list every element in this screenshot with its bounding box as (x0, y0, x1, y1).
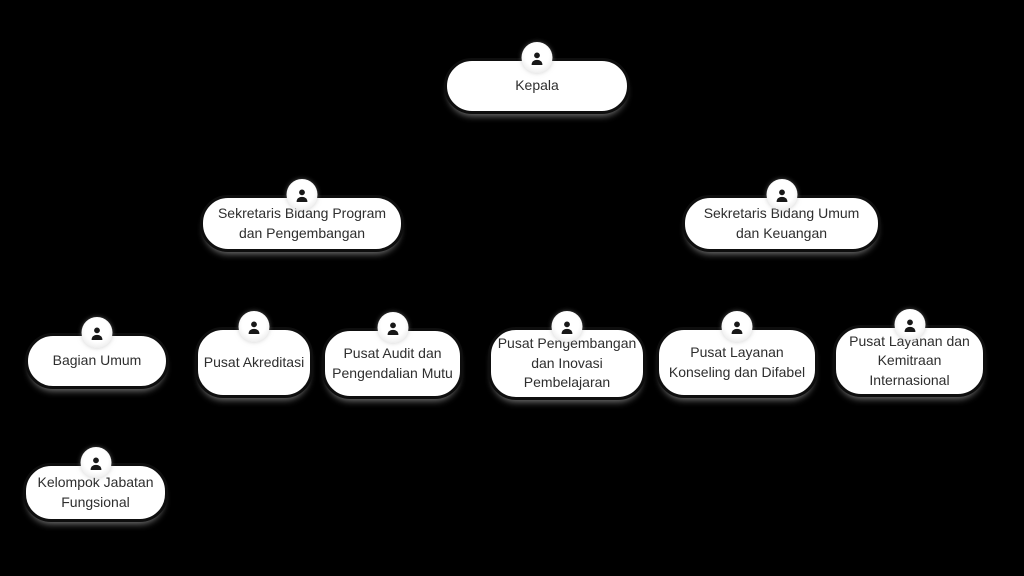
node-label: Pusat Layanan Konseling dan Difabel (668, 343, 806, 380)
person-icon (238, 311, 270, 342)
node-kelompok-jabatan-fungsional: Kelompok Jabatan Fungsional (23, 447, 168, 522)
node-label: Bagian Umum (52, 352, 142, 369)
person-icon (377, 312, 408, 343)
person-icon (286, 179, 318, 210)
person-icon (81, 317, 113, 348)
person-icon (521, 42, 553, 73)
node-label: Pusat Akreditasi (203, 353, 305, 370)
node-pusat-akreditasi: Pusat Akreditasi (195, 311, 313, 398)
person-icon (80, 447, 111, 478)
node-label: Pusat Audit dan Pengendalian Mutu (332, 344, 453, 381)
node-label: Kepala (515, 77, 559, 94)
node-sekretaris-bidang-program: Sekretaris Bidang Program dan Pengembang… (200, 179, 404, 252)
node-label: Pusat Layanan dan Kemitraan Internasiona… (849, 332, 970, 388)
node-label: Kelompok Jabatan Fungsional (37, 473, 154, 510)
node-pusat-pengembangan: Pusat Pengembangan dan Inovasi Pembelaja… (488, 311, 646, 400)
node-pusat-layanan-kemitraan: Pusat Layanan dan Kemitraan Internasiona… (833, 309, 986, 397)
node-pusat-layanan-konseling: Pusat Layanan Konseling dan Difabel (656, 311, 818, 398)
node-bagian-umum: Bagian Umum (25, 317, 169, 389)
person-icon (551, 311, 583, 342)
person-icon (894, 309, 925, 340)
person-icon (766, 179, 797, 210)
node-pusat-audit: Pusat Audit dan Pengendalian Mutu (322, 312, 463, 399)
node-label: Sekretaris Bidang Umum dan Keuangan (703, 204, 860, 241)
node-kepala: Kepala (444, 42, 630, 114)
node-sekretaris-bidang-umum: Sekretaris Bidang Umum dan Keuangan (682, 179, 881, 252)
person-icon (721, 311, 753, 342)
node-label: Pusat Pengembangan dan Inovasi Pembelaja… (497, 335, 637, 391)
